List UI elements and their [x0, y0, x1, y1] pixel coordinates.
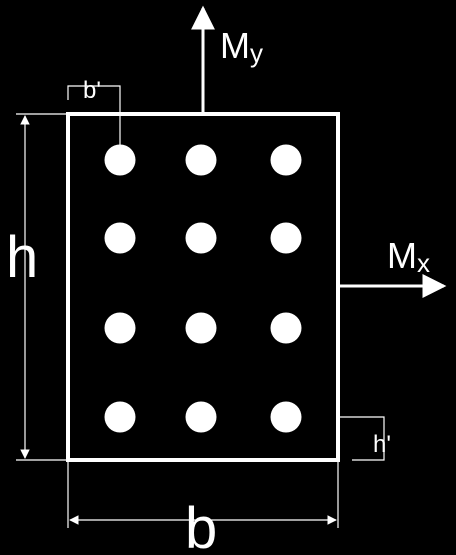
- rebar-2-3: [270, 222, 302, 254]
- rebar-4-3: [270, 401, 302, 433]
- width-dimension: [67, 460, 339, 528]
- cover-b-bracket: [67, 85, 121, 155]
- moment-y-main: M: [220, 25, 250, 66]
- height-label: h: [6, 225, 38, 290]
- rebar-1-1: [104, 144, 136, 176]
- rebar-grid: [104, 144, 302, 433]
- moment-x-sub: x: [417, 248, 430, 278]
- moment-y-sub: y: [250, 38, 263, 68]
- moment-x-label: Mx: [387, 235, 430, 278]
- section-outline: [66, 112, 340, 462]
- rebar-3-3: [270, 312, 302, 344]
- rebar-2-2: [185, 222, 217, 254]
- width-label: b: [185, 496, 217, 555]
- height-dimension: [16, 113, 68, 461]
- cover-b-label: b': [83, 77, 101, 104]
- moment-y-label: My: [220, 25, 263, 68]
- rebar-3-1: [104, 312, 136, 344]
- rebar-4-2: [185, 401, 217, 433]
- rebar-1-3: [270, 144, 302, 176]
- cover-h-label: h': [373, 431, 391, 458]
- rebar-2-1: [104, 222, 136, 254]
- moment-x-main: M: [387, 235, 417, 276]
- rebar-3-2: [185, 312, 217, 344]
- cover-h-bracket: [340, 416, 385, 461]
- rebar-4-1: [104, 401, 136, 433]
- rebar-1-2: [185, 144, 217, 176]
